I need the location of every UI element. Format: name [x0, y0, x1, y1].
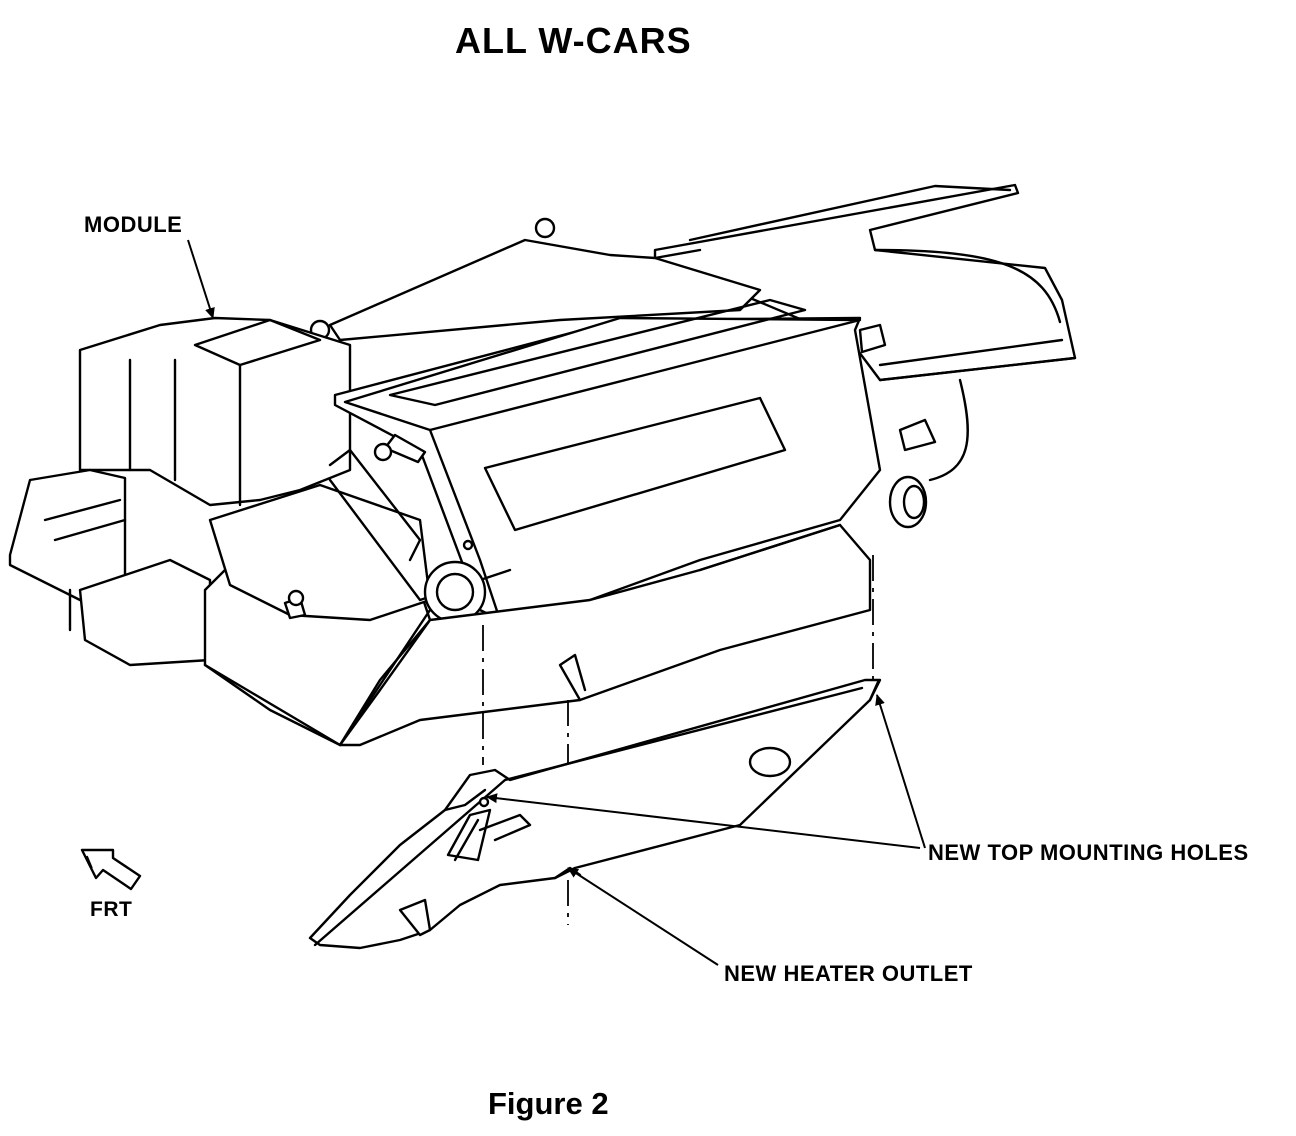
rear-duct-housing	[653, 183, 1077, 482]
heater-core-box	[328, 298, 937, 657]
callout-leaders	[187, 239, 926, 966]
figure-caption: Figure 2	[488, 1086, 609, 1121]
front-label: FRT	[90, 898, 133, 921]
front-direction-arrow-icon	[80, 848, 142, 891]
lower-housing-body	[338, 523, 872, 747]
left-module-block	[8, 316, 432, 747]
diagram-title: ALL W-CARS	[455, 20, 692, 61]
top-mounting-holes-label: NEW TOP MOUNTING HOLES	[928, 840, 1249, 865]
alignment-lines	[482, 555, 874, 925]
heater-outlet-label: NEW HEATER OUTLET	[724, 961, 973, 986]
module-label: MODULE	[84, 212, 183, 237]
top-plenum	[309, 217, 762, 342]
